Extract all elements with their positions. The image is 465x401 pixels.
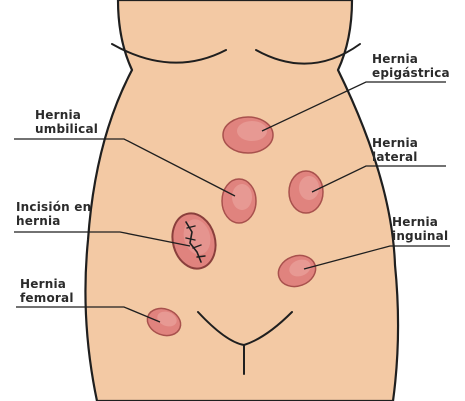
- label-epigastric-line2: epigástrica: [372, 66, 450, 80]
- label-incisional-line2: hernia: [16, 214, 91, 228]
- label-inguinal-line1: Hernia: [392, 215, 448, 229]
- label-femoral-line2: femoral: [20, 291, 74, 305]
- label-lateral-line2: lateral: [372, 150, 418, 164]
- label-lateral-line1: Hernia: [372, 136, 418, 150]
- label-inguinal: Hernia inguinal: [392, 215, 448, 243]
- label-umbilical-line2: umbilical: [35, 122, 98, 136]
- hernia-epigastric: [223, 117, 273, 153]
- label-femoral: Hernia femoral: [20, 277, 74, 305]
- label-inguinal-line2: inguinal: [392, 229, 448, 243]
- label-incisional: Incisión en hernia: [16, 200, 91, 228]
- label-umbilical-line1: Hernia: [35, 108, 98, 122]
- label-epigastric: Hernia epigástrica: [372, 52, 450, 80]
- label-lateral: Hernia lateral: [372, 136, 418, 164]
- hernia-umbilical: [222, 179, 256, 223]
- hernia-lateral: [289, 171, 323, 213]
- label-femoral-line1: Hernia: [20, 277, 74, 291]
- label-incisional-line1: Incisión en: [16, 200, 91, 214]
- label-umbilical: Hernia umbilical: [35, 108, 98, 136]
- label-epigastric-line1: Hernia: [372, 52, 450, 66]
